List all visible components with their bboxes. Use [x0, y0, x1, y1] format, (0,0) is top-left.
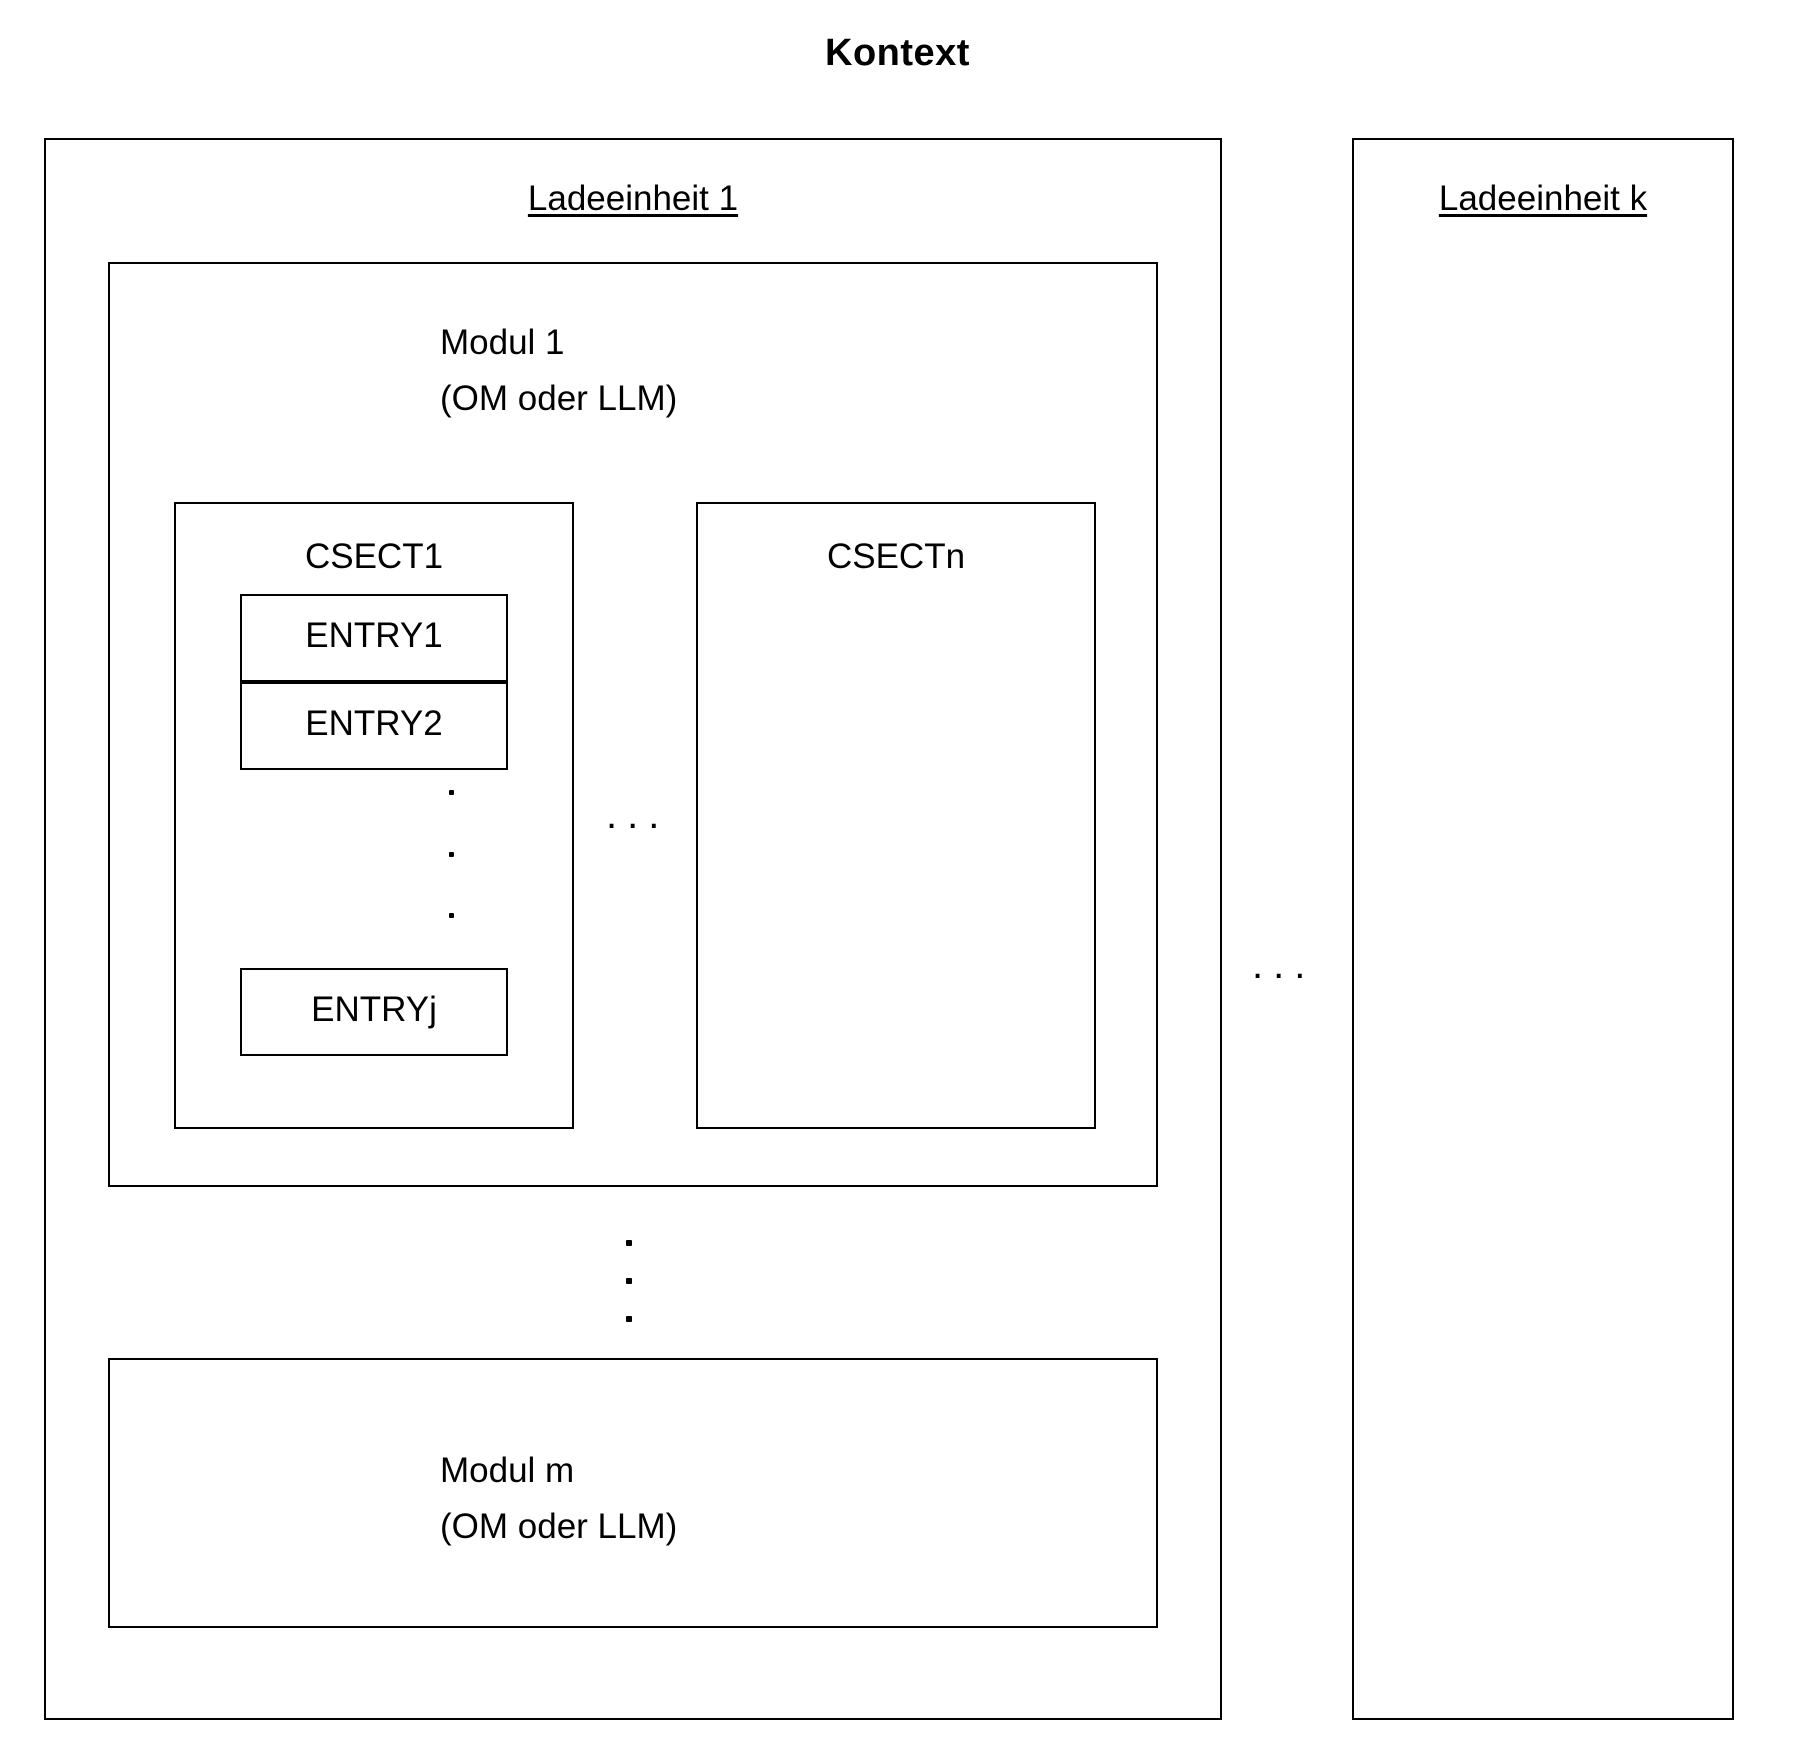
entry-1-box — [240, 594, 508, 682]
ladeeinheit-k-label: Ladeeinheit k — [1438, 179, 1648, 218]
entry-j-box — [240, 968, 508, 1056]
modul-1-kind: (OM oder LLM) — [440, 379, 678, 418]
module-vertical-ellipsis — [625, 1240, 633, 1322]
ladeeinheit-1-label: Ladeeinheit 1 — [527, 179, 739, 218]
modul-m-name: Modul m — [440, 1451, 575, 1490]
ladeeinheit-horizontal-ellipsis: ... — [1252, 943, 1316, 987]
csect-n-label: CSECTn — [826, 537, 966, 576]
modul-1-name: Modul 1 — [440, 323, 565, 362]
page-title: Kontext — [825, 32, 970, 74]
csect-horizontal-ellipsis: ... — [606, 793, 670, 837]
entry-vertical-ellipsis — [447, 790, 455, 918]
ladeeinheit-k-box — [1352, 138, 1734, 1720]
csect-n-box — [696, 502, 1096, 1129]
modul-m-kind: (OM oder LLM) — [440, 1507, 678, 1546]
entry-1-label: ENTRY1 — [305, 616, 443, 655]
modul-m-box — [108, 1358, 1158, 1628]
csect-1-label: CSECT1 — [304, 537, 444, 576]
entry-2-box — [240, 682, 508, 770]
entry-j-label: ENTRYj — [311, 990, 437, 1029]
entry-2-label: ENTRY2 — [305, 704, 443, 743]
